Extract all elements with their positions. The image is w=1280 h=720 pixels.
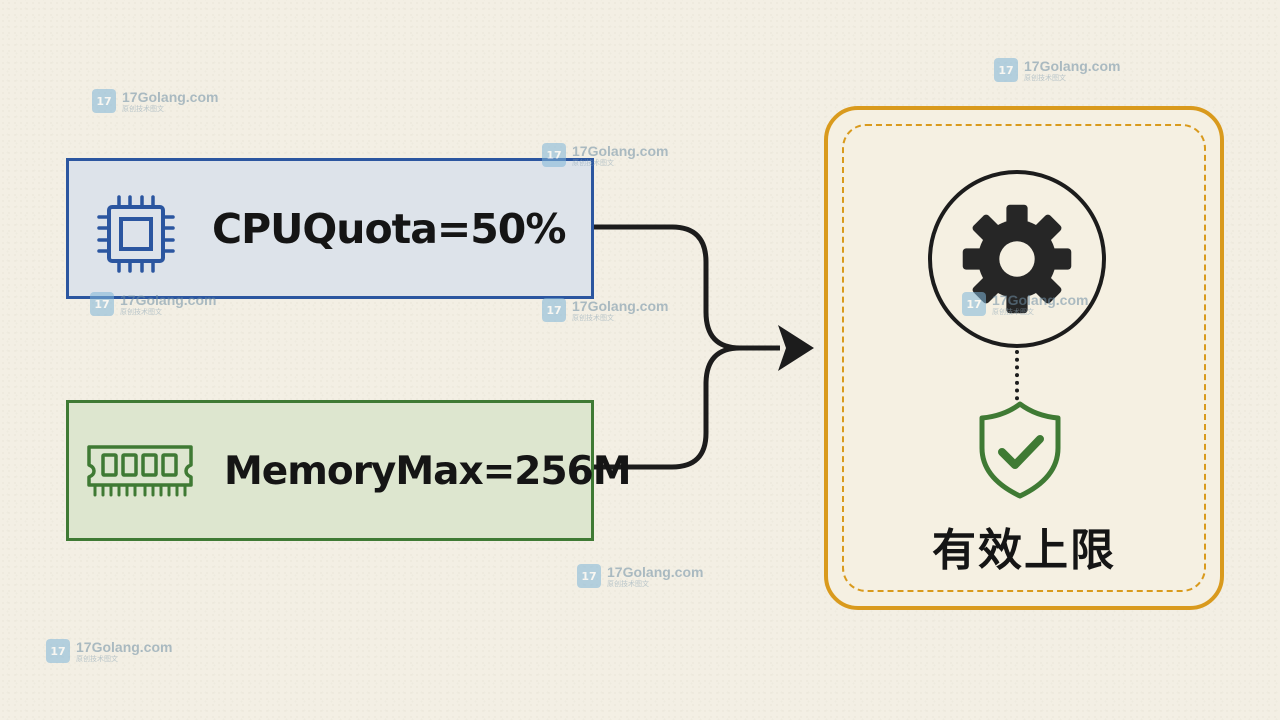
watermark-text: 17Golang.com [572, 297, 669, 314]
watermark-text: 17Golang.com [122, 88, 219, 105]
cpu-chip-icon [97, 195, 175, 273]
shield-check-icon [979, 401, 1061, 499]
gear-circle [928, 170, 1106, 348]
watermark-subtext: 原创技术图文 [607, 579, 649, 588]
cpu-quota-box: CPUQuota=50% [66, 158, 594, 299]
watermark-text: 17Golang.com [76, 638, 173, 655]
ram-module-icon [87, 445, 193, 497]
effective-limit-panel: 有效上限 [824, 106, 1224, 610]
watermark-subtext: 原创技术图文 [122, 104, 164, 113]
watermark-text: 17Golang.com [1024, 57, 1121, 74]
watermark-subtext: 原创技术图文 [76, 654, 118, 663]
watermark-text: 17Golang.com [607, 563, 704, 580]
watermark-subtext: 原创技术图文 [572, 313, 614, 322]
watermark-text: 17Golang.com [572, 142, 669, 159]
memory-max-box: MemoryMax=256M [66, 400, 632, 541]
17golang-logo-icon: 17 [994, 58, 1018, 82]
arrow-head-icon [778, 325, 814, 371]
17golang-logo-icon: 17 [92, 89, 116, 113]
17golang-logo-icon: 17 [46, 639, 70, 663]
gear-icon [962, 204, 1072, 314]
17golang-logo-icon: 17 [577, 564, 601, 588]
cpu-quota-label: CPUQuota=50% [212, 205, 566, 253]
dotted-link [1015, 350, 1019, 408]
effective-limit-label: 有效上限 [932, 525, 1116, 576]
memory-max-label: MemoryMax=256M [224, 449, 632, 494]
effective-limit-inner-border [842, 124, 1206, 592]
cpu-connector-line [594, 224, 780, 351]
17golang-logo-icon: 17 [542, 298, 566, 322]
watermark-subtext: 原创技术图文 [120, 307, 162, 316]
watermark-subtext: 原创技术图文 [1024, 73, 1066, 82]
